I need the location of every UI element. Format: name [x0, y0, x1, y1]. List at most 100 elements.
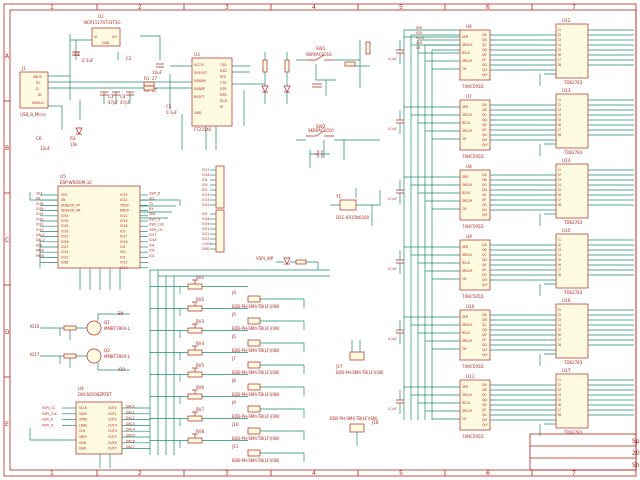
dac-pin-left: SCLK: [79, 406, 88, 410]
shift-register-pin: QH': [482, 143, 488, 147]
mcu-pin-left: IO25: [61, 235, 69, 239]
shift-register-pin: QC: [482, 43, 488, 47]
shift-register-pin: QG: [482, 63, 488, 67]
shift-register-pin: QA: [482, 383, 488, 387]
sw1-ref: SW1: [316, 46, 326, 51]
shift-register-ref: U7: [466, 94, 472, 99]
q1-net: IO16: [30, 324, 40, 329]
driver-pin: I5: [558, 118, 561, 122]
col-label-3: 3: [225, 4, 229, 11]
regulator-value: NCP1117ST33T3G: [84, 20, 121, 25]
trimmer-ref: RV5: [196, 363, 205, 368]
mcu-net-left: IO32: [36, 223, 44, 227]
shift-register-pin: QD: [482, 188, 488, 192]
usb-value: USB_B_Micro: [20, 112, 46, 117]
trimmer-wiper: [192, 323, 198, 328]
row-label-a: A: [5, 53, 10, 60]
shift-register-pin: SRCLK: [462, 43, 473, 47]
connector-body: [247, 295, 261, 303]
dac-pin-left: VREF: [79, 435, 87, 439]
j3-pin-label: IO23: [202, 237, 210, 241]
switch-sw1: SW1 SKRPACE010: [306, 46, 334, 61]
dac-net-right: DAC4: [126, 428, 135, 432]
driver-ref: U14: [562, 158, 571, 163]
driver-value: TD62783: [563, 360, 583, 365]
driver-value: TD62783: [563, 80, 583, 85]
shift-register-pin: RCLK: [462, 191, 471, 195]
connector-j18: J18 B2B-PH-SM4-TB(LF)(SN): [330, 416, 379, 446]
regulator-pin-gnd: GND: [102, 41, 110, 45]
dac-net-left: VSPI_D: [42, 418, 54, 422]
driver-pin: I1: [558, 308, 561, 312]
connector-value: B2B-PH-SM4-TB(LF)(SN): [232, 370, 280, 375]
driver-pin: I6: [558, 333, 561, 337]
j17-ref: J17: [335, 364, 343, 369]
trimmer-body: [187, 371, 203, 378]
usb-pin-1: VBUS: [33, 75, 42, 79]
mcu-net-left: MISO: [36, 249, 45, 253]
oscillator-y1: Y1 DSC-6415N0160: [335, 194, 370, 220]
res-r2: R2: [144, 88, 150, 93]
uart-pin-vccio: VCCIO: [194, 63, 205, 67]
driver-pin: I3: [558, 318, 561, 322]
shift-register-pin: SER: [462, 35, 469, 39]
q2-value: MMBT3904-L: [104, 354, 131, 359]
shift-register-pin: SRCLK: [462, 113, 473, 117]
j2-pin-label: IO13: [202, 198, 210, 202]
mcu-net-left: EN: [36, 197, 41, 201]
uart-pin-usbdm: USBDM: [194, 79, 206, 83]
mcu-pin-right: IO0: [120, 250, 125, 254]
driver-body: [555, 303, 589, 359]
driver-pin: I7: [558, 198, 561, 202]
usb-connector: J1 VBUS D+ D- ID SHIELD USB_B_Micro: [19, 66, 49, 117]
connector-ref: J8: [231, 378, 236, 383]
shift-register-pin: QH: [482, 278, 488, 282]
title-date: 20: [632, 450, 640, 457]
mcu-net-right: VSPI_D: [149, 191, 161, 195]
connector-ref: J7: [231, 356, 236, 361]
usb-uart-ic: U3 FT231XS VCCIO 3V3OUT USBDM USBDP RESE…: [191, 52, 233, 132]
connector-ref: J10: [231, 422, 239, 427]
shift-register-pin: SRCLK: [462, 323, 473, 327]
cap-c1: C1: [74, 52, 80, 57]
sw2-ref: SW2: [316, 124, 326, 129]
cap-c4-value: 47pF: [120, 100, 131, 105]
shift-register-pin: QH: [482, 348, 488, 352]
shift-register-pin: SER: [462, 245, 469, 249]
j17-value: B2B-PH-SM4-TB(LF)(SN): [336, 370, 384, 375]
mcu-pin-right: IO16: [120, 240, 128, 244]
col-label-1: 1: [50, 4, 54, 11]
shift-register-pin: QC: [482, 113, 488, 117]
driver-body: [555, 373, 589, 429]
shift-register-pin: QG: [482, 273, 488, 277]
driver-pin: I8: [558, 63, 561, 67]
mcu-net-right: VSPI_Q: [149, 217, 161, 221]
q2-net: IO17: [30, 352, 40, 357]
dac-pin-right: OUT3: [108, 423, 117, 427]
dac-ic: U4 DAC60508ZRTET SCLKSDINSYNCLDACCLRVREF…: [42, 386, 150, 455]
regulator-pin-vi: VI: [94, 35, 97, 39]
cap-c1-value: 0.1uF: [82, 58, 94, 63]
cap-c6-value: 10uF: [40, 146, 51, 151]
j3-pin-label: IO18: [202, 217, 210, 221]
trimmer-body: [187, 415, 203, 422]
mcu-ref: U5: [60, 174, 66, 179]
shift-register-pin: QB: [482, 178, 487, 182]
driver-body: [555, 163, 589, 219]
passive-labels: C1 0.1uF C2 10uF C3 47pF C4 47pF R1 27 R…: [36, 51, 178, 151]
col-label-4: 4: [312, 4, 316, 11]
dac-net-right: DAC7: [126, 445, 135, 449]
col-label-6: 6: [486, 4, 490, 11]
led-vspi-wp: VSPI_WP: [256, 256, 319, 270]
mcu-net-left: IO39: [36, 207, 44, 211]
shift-register-pin: RCLK: [462, 51, 471, 55]
mcu-pin-left: IO27: [61, 245, 69, 249]
driver-body: [555, 233, 589, 289]
driver-gnd-wire: [539, 73, 556, 86]
mcu-net-left: 3V3: [36, 191, 42, 195]
mcu-pin-left: IO34: [61, 214, 69, 218]
